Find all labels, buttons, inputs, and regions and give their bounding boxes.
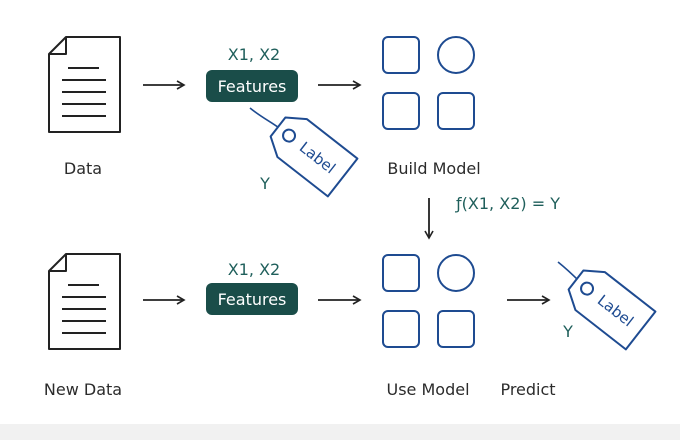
- y-label: Y: [563, 322, 573, 341]
- label-tag-icon: Label: [567, 269, 657, 351]
- formula-label: ƒ(X1, X2) = Y: [456, 194, 560, 213]
- document-icon: [48, 36, 121, 133]
- y-label: Y: [260, 174, 270, 193]
- new-data-label: New Data: [43, 380, 123, 399]
- use-model-label: Use Model: [386, 380, 470, 399]
- predict-label: Predict: [500, 380, 556, 399]
- features-vars-label: X1, X2: [227, 260, 281, 279]
- build-model-label: Build Model: [387, 159, 481, 178]
- bottom-band: [0, 424, 680, 440]
- features-vars-label: X1, X2: [227, 45, 281, 64]
- model-shapes-icon: [382, 36, 475, 130]
- model-shapes-icon: [382, 254, 475, 348]
- label-tag-icon: Label: [269, 116, 359, 198]
- data-label: Data: [63, 159, 103, 178]
- document-icon: [48, 253, 121, 350]
- features-box: Features: [206, 283, 298, 315]
- features-box: Features: [206, 70, 298, 102]
